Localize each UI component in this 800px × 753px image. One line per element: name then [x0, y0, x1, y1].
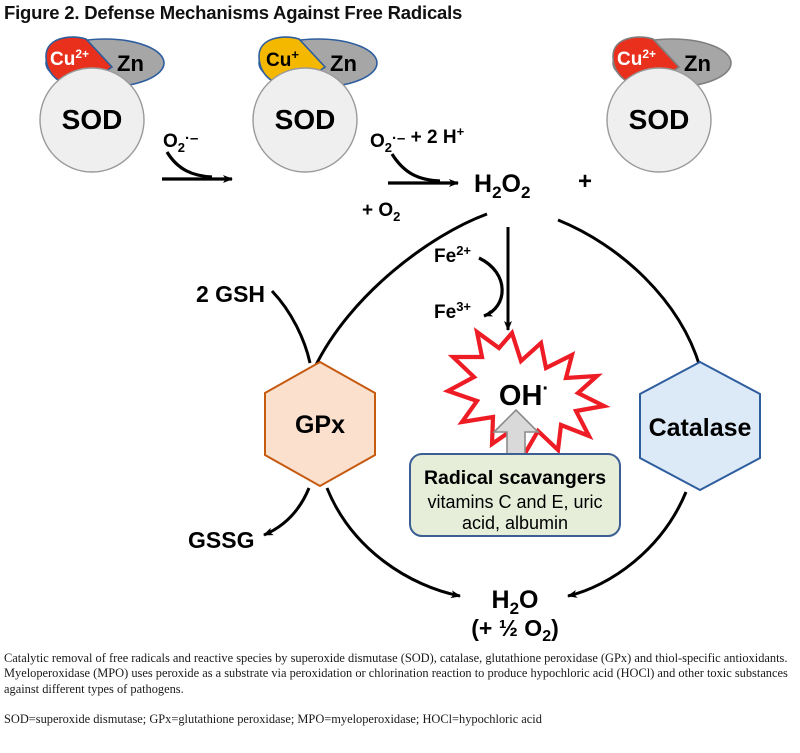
arc-peroxide-to-gpx [313, 212, 488, 368]
scavenger-block-arrow [492, 408, 540, 457]
arc-peroxide-to-catalase [557, 218, 702, 368]
sod-unit-2: Cu+ Zn SOD [252, 36, 378, 173]
plus-sign-label: + [578, 168, 592, 195]
glutathione-reduced-label: 2 GSH [196, 281, 265, 307]
sod-unit-1: Cu2+ Zn SOD [39, 36, 165, 173]
reaction-arrow-2: O2·– + 2 H+ + O2 [362, 124, 465, 224]
radical-scavengers-box: Radical scavangers vitamins C and E, uri… [409, 453, 621, 537]
sod-unit-3: Cu2+ Zn SOD [606, 36, 732, 173]
gpx-enzyme: GPx [264, 360, 376, 488]
hydroxyl-radical-label: OH· [499, 378, 549, 412]
sod-body-2 [252, 67, 358, 173]
arc-gsh-to-gpx [270, 289, 312, 364]
sod-body-1 [39, 67, 145, 173]
scavenger-line-1: vitamins C and E, uric [427, 492, 602, 512]
caption-abbreviations-text: SOD=superoxide dismutase; GPx=glutathion… [4, 711, 542, 726]
sod-label-1: SOD [62, 104, 123, 135]
hydrogen-peroxide-label: H2O2 [474, 170, 530, 202]
water-label: H2O [492, 586, 539, 618]
diagram-canvas: Cu2+ Zn SOD O2·– Cu+ Z [0, 30, 800, 645]
zinc-label-1: Zn [117, 51, 144, 76]
catalase-label: Catalase [649, 414, 752, 442]
sod-label-2: SOD [275, 104, 336, 135]
figure-caption: Catalytic removal of free radicals and r… [4, 651, 794, 727]
scavenger-box-shape [409, 453, 621, 537]
caption-main-text: Catalytic removal of free radicals and r… [4, 651, 788, 696]
iron-three-label: Fe3+ [434, 299, 471, 323]
sod-label-3: SOD [629, 104, 690, 135]
zinc-label-2: Zn [330, 51, 357, 76]
sod-body-3 [606, 67, 712, 173]
hydroxyl-radical-burst: OH· [442, 327, 611, 461]
iron-two-label: Fe2+ [434, 243, 471, 267]
gpx-label: GPx [295, 411, 345, 439]
water-byproduct-label: (+ ½ O2) [471, 615, 559, 645]
scavenger-heading: Radical scavangers [424, 467, 606, 489]
zinc-label-3: Zn [684, 51, 711, 76]
scavenger-line-2: acid, albumin [462, 513, 568, 533]
water-output: H2O (+ ½ O2) [471, 586, 559, 645]
catalase-enzyme: Catalase [639, 360, 761, 492]
arc-catalase-to-water [567, 491, 688, 598]
arc-gpx-to-water [325, 487, 461, 599]
dioxygen-byproduct-label: + O2 [362, 200, 400, 224]
reaction-arrow-1: O2·– [162, 130, 233, 183]
fenton-reaction: Fe2+ Fe3+ [434, 227, 512, 331]
gssg-output: GSSG [188, 487, 311, 553]
glutathione-oxidized-label: GSSG [188, 527, 254, 553]
fenton-curved-arrow [478, 256, 504, 318]
catalase-hexagon-shape [639, 360, 761, 492]
gpx-hexagon-shape [264, 360, 376, 488]
figure-title: Figure 2. Defense Mechanisms Against Fre… [4, 2, 463, 23]
gsh-input: 2 GSH [196, 281, 312, 364]
superoxide-protons-label: O2·– + 2 H+ [370, 124, 465, 155]
arc-gpx-to-gssg [263, 487, 311, 537]
